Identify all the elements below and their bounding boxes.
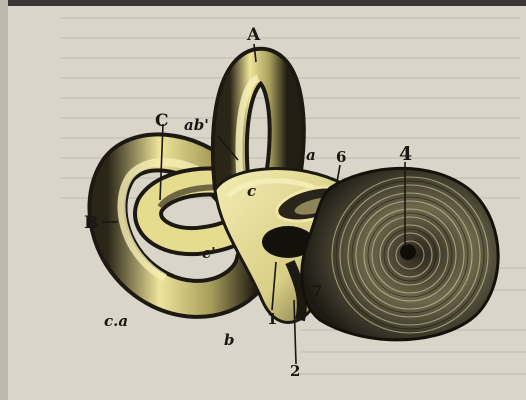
label-c: c — [247, 182, 256, 200]
label-7: 7 — [312, 282, 322, 300]
label-2: 2 — [290, 362, 300, 380]
cochlea — [302, 168, 498, 340]
label-C: C — [155, 111, 169, 131]
label-a: a — [306, 146, 316, 164]
label-B: B — [84, 213, 98, 233]
label-4: 4 — [399, 143, 412, 165]
label-c-prime: c' — [202, 244, 216, 262]
label-ca: c.a — [104, 312, 128, 330]
label-b: b — [224, 331, 235, 349]
label-1: 1 — [267, 310, 277, 328]
label-A: A — [246, 25, 261, 45]
label-ab: ab' — [184, 116, 209, 134]
label-6: 6 — [336, 148, 346, 166]
